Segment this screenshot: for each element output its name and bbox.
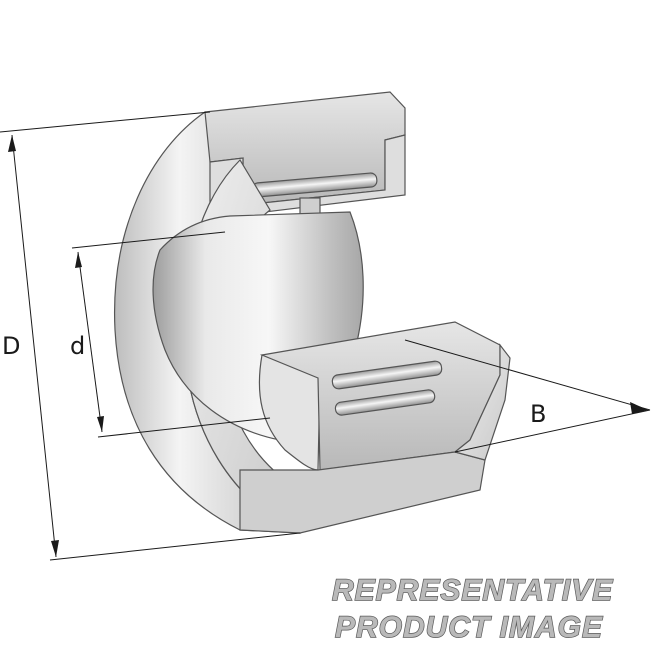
d-outer-extension-bottom [49, 532, 301, 561]
d-bore-extension-bottom [97, 417, 271, 438]
dimension-lines [0, 111, 651, 561]
watermark-line-2: PRODUCT IMAGE [335, 611, 603, 644]
b-extension-2 [454, 409, 651, 453]
d-outer-dimension-line [11, 134, 57, 558]
d-outer-arrow-top [8, 135, 16, 152]
bearing-illustration [113, 91, 511, 534]
d-bore-dimension-line [77, 251, 103, 433]
b-arrow-right [630, 402, 648, 414]
outer-ring-lower [239, 451, 486, 534]
d-bore-arrow-top [75, 252, 82, 268]
d-outer-arrow-bottom [51, 540, 59, 557]
label-outer-diameter: D [2, 332, 20, 360]
label-bore-diameter: d [70, 332, 85, 360]
roller-lower-2 [334, 389, 436, 416]
d-bore-extension-top [71, 231, 226, 249]
outer-ring-lower-top [453, 343, 511, 461]
cage-rib-upper [299, 197, 321, 215]
d-bore-arrow-bottom [97, 416, 104, 432]
b-extension-1 [404, 339, 651, 411]
roller-lower-1 [331, 360, 443, 390]
watermark-line-1: REPRESENTATIVE [332, 574, 613, 607]
d-outer-extension-top [0, 111, 211, 133]
label-width: B [530, 400, 546, 428]
dimension-arrows [8, 135, 648, 557]
